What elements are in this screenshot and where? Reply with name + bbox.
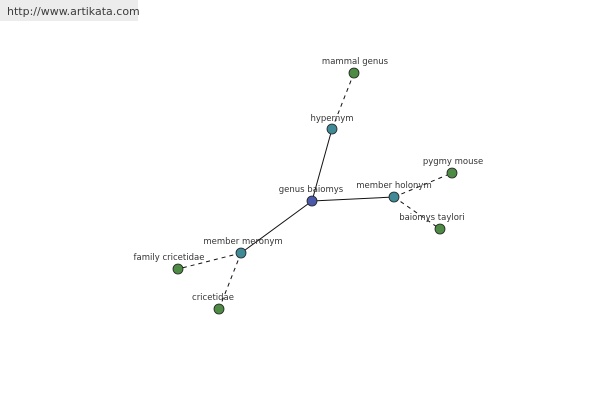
node-label-genus-baiomys: genus baiomys (279, 185, 344, 195)
source-url-link[interactable]: http://www.artikata.com (7, 5, 140, 18)
source-banner: http://www.artikata.com (0, 0, 140, 21)
node-circle-member-meronym[interactable] (235, 247, 247, 259)
edge-member-meronym-to-cricetidae (218, 252, 242, 310)
node-label-family-cricetidae: family cricetidae (134, 253, 205, 263)
nodes-layer: genus baiomys hypernym member holonym membe… (134, 57, 483, 315)
node-circle-mammal-genus[interactable] (348, 67, 360, 79)
edge-hypernym-to-mammal-genus (331, 72, 355, 130)
node-circle-baiomys-taylori[interactable] (434, 223, 446, 235)
node-circle-pygmy-mouse[interactable] (446, 167, 458, 179)
node-cricetidae[interactable]: cricetidae (192, 293, 234, 315)
node-circle-hypernym[interactable] (326, 123, 338, 135)
node-genus-baiomys[interactable]: genus baiomys (279, 185, 344, 207)
node-member-meronym[interactable]: member meronym (203, 237, 283, 259)
edges-layer (177, 72, 453, 310)
node-label-hypernym: hypernym (310, 114, 353, 124)
node-label-member-holonym: member holonym (356, 181, 431, 191)
node-family-cricetidae[interactable]: family cricetidae (134, 253, 205, 275)
edge-member-meronym-to-family-cricetidae (177, 252, 242, 270)
edge-genus-baiomys-to-member-holonym (311, 196, 395, 202)
edge-member-holonym-to-pygmy-mouse (393, 172, 453, 198)
node-label-baiomys-taylori: baiomys taylori (399, 213, 465, 223)
node-mammal-genus[interactable]: mammal genus (322, 57, 389, 79)
node-member-holonym[interactable]: member holonym (356, 181, 432, 203)
edge-genus-baiomys-to-member-meronym (240, 200, 313, 254)
node-circle-cricetidae[interactable] (213, 303, 225, 315)
edge-member-holonym-to-baiomys-taylori (393, 196, 441, 230)
node-baiomys-taylori[interactable]: baiomys taylori (399, 213, 465, 235)
node-circle-family-cricetidae[interactable] (172, 263, 184, 275)
edge-genus-baiomys-to-hypernym (311, 128, 333, 202)
node-label-mammal-genus: mammal genus (322, 57, 389, 67)
node-label-cricetidae: cricetidae (192, 293, 234, 303)
node-hypernym[interactable]: hypernym (310, 114, 354, 135)
node-label-member-meronym: member meronym (203, 237, 282, 247)
node-pygmy-mouse[interactable]: pygmy mouse (423, 157, 483, 179)
node-circle-genus-baiomys[interactable] (306, 195, 318, 207)
node-label-pygmy-mouse: pygmy mouse (423, 157, 483, 167)
node-circle-member-holonym[interactable] (388, 191, 400, 203)
